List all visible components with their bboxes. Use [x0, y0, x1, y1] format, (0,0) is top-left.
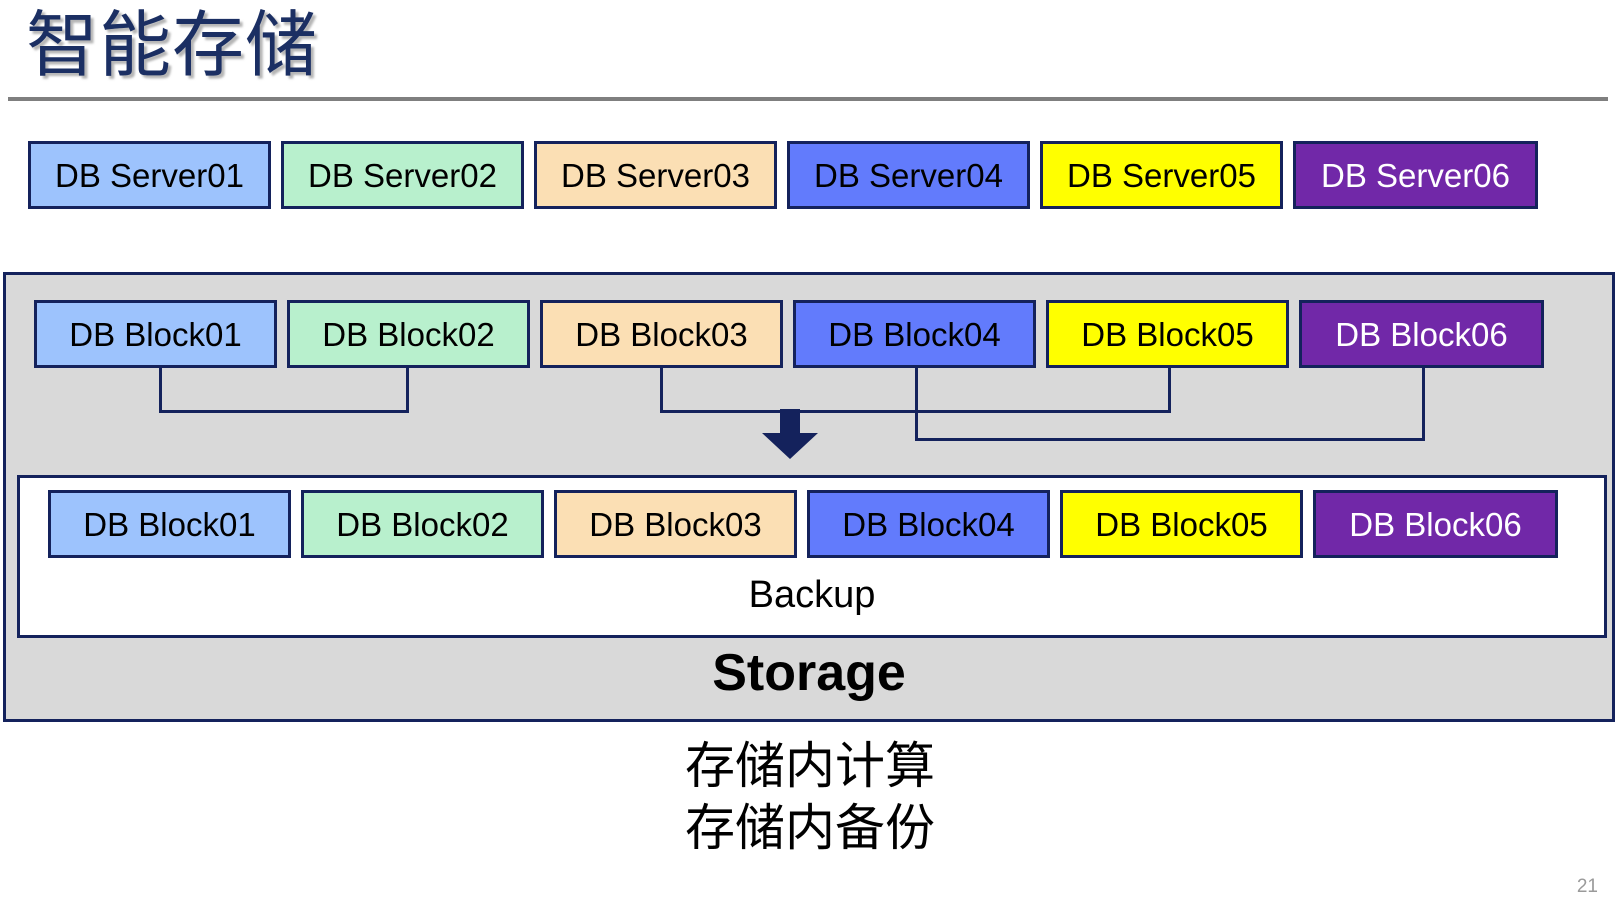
connector-block03-to-block05-left: [660, 368, 663, 410]
connector-block03-to-block05-right: [1168, 368, 1171, 410]
db-server-6[interactable]: DB Server06: [1293, 141, 1538, 209]
db-server-label: DB Server03: [561, 156, 750, 194]
db-block-backup-label: DB Block05: [1095, 505, 1268, 543]
db-server-label: DB Server06: [1321, 156, 1510, 194]
backup-box: DB Block01 DB Block02 DB Block03 DB Block04…: [17, 475, 1607, 638]
db-block-primary-label: DB Block04: [828, 315, 1001, 353]
db-block-primary-label: DB Block05: [1081, 315, 1254, 353]
db-block-backup-label: DB Block02: [336, 505, 509, 543]
storage-label: Storage: [712, 644, 906, 702]
db-block-primary-label: DB Block03: [575, 315, 748, 353]
storage-container: DB Block01 DB Block02 DB Block03 DB Block04…: [3, 272, 1615, 722]
connector-block04-to-block06-right: [1422, 368, 1425, 438]
page-number: 21: [1576, 876, 1598, 897]
db-block-primary-1[interactable]: DB Block01: [34, 300, 277, 368]
db-block-primary-label: DB Block02: [322, 315, 495, 353]
db-block-backup-label: DB Block01: [83, 505, 256, 543]
connector-block04-to-block06-left: [915, 368, 918, 438]
backup-label: Backup: [748, 574, 876, 616]
db-block-backup-label: DB Block04: [842, 505, 1015, 543]
db-block-backup-2[interactable]: DB Block02: [301, 490, 544, 558]
db-block-backup-label: DB Block03: [589, 505, 762, 543]
footer-caption: 存储内计算存储内备份: [0, 735, 1620, 859]
db-server-label: DB Server01: [55, 156, 244, 194]
db-block-backup-3[interactable]: DB Block03: [554, 490, 797, 558]
db-server-4[interactable]: DB Server04: [787, 141, 1030, 209]
db-block-primary-2[interactable]: DB Block02: [287, 300, 530, 368]
connector-block01-to-block02-join: [159, 410, 409, 413]
down-arrow-icon: [758, 409, 822, 459]
db-block-primary-label: DB Block06: [1335, 315, 1508, 353]
db-block-backup-6[interactable]: DB Block06: [1313, 490, 1558, 558]
db-server-label: DB Server04: [814, 156, 1003, 194]
db-server-3[interactable]: DB Server03: [534, 141, 777, 209]
db-block-primary-3[interactable]: DB Block03: [540, 300, 783, 368]
db-server-1[interactable]: DB Server01: [28, 141, 271, 209]
db-block-backup-4[interactable]: DB Block04: [807, 490, 1050, 558]
db-server-label: DB Server05: [1067, 156, 1256, 194]
db-block-backup-1[interactable]: DB Block01: [48, 490, 291, 558]
title-divider: [8, 97, 1608, 101]
db-block-primary-4[interactable]: DB Block04: [793, 300, 1036, 368]
connector-block04-to-block06-join: [915, 438, 1425, 441]
db-block-primary-6[interactable]: DB Block06: [1299, 300, 1544, 368]
connector-block01-to-block02-left: [159, 368, 162, 410]
connector-block01-to-block02-right: [406, 368, 409, 410]
page-title: 智能存储: [26, 6, 319, 86]
db-block-primary-label: DB Block01: [69, 315, 242, 353]
db-server-label: DB Server02: [308, 156, 497, 194]
db-block-backup-5[interactable]: DB Block05: [1060, 490, 1303, 558]
db-block-primary-5[interactable]: DB Block05: [1046, 300, 1289, 368]
db-server-2[interactable]: DB Server02: [281, 141, 524, 209]
db-server-5[interactable]: DB Server05: [1040, 141, 1283, 209]
footer-line-2: 存储内备份: [685, 800, 935, 856]
footer-line-1: 存储内计算: [685, 738, 935, 794]
db-block-backup-label: DB Block06: [1349, 505, 1522, 543]
